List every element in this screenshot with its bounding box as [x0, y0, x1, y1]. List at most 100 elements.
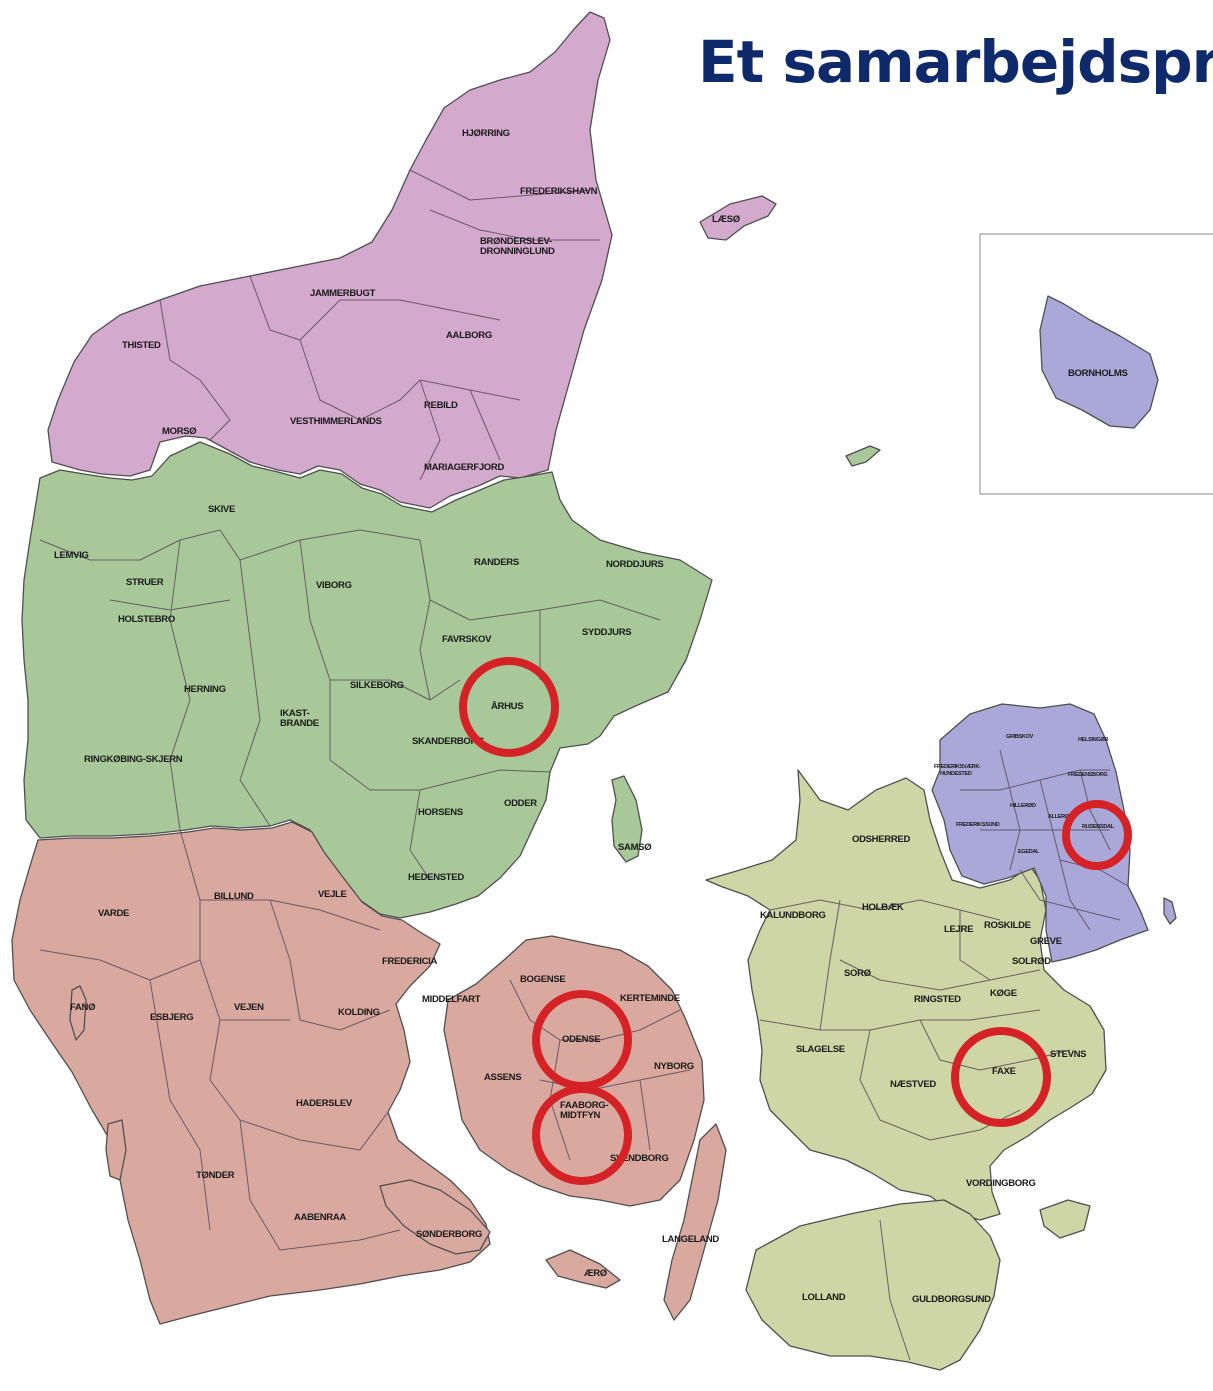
label-frederikshavn: FREDERIKSHAVN: [520, 186, 598, 197]
label-tonder: TØNDER: [196, 1170, 235, 1181]
label-arhus: ÅRHUS: [491, 701, 523, 712]
label-halsnaes: FREDERIKSVÆRK-: [934, 764, 981, 770]
region-syddanmark: [11, 821, 491, 1325]
label-kalundborg: KALUNDBORG: [760, 910, 826, 921]
label-greve: GREVE: [1030, 936, 1062, 947]
island-funen: [443, 935, 705, 1207]
label-horsens: HORSENS: [418, 807, 463, 818]
label-haderslev: HADERSLEV: [296, 1098, 353, 1109]
label-holbaek: HOLBÆK: [862, 902, 904, 913]
label-vejen: VEJEN: [234, 1002, 264, 1013]
label-samso: SAMSØ: [618, 842, 651, 853]
label-ikast: IKAST-: [280, 708, 309, 719]
label-langeland: LANGELAND: [662, 1234, 719, 1245]
label-faaborg-2: MIDTFYN: [560, 1110, 601, 1121]
label-bornholm: BORNHOLMS: [1068, 368, 1128, 379]
label-faxe: FAXE: [992, 1066, 1016, 1077]
island-fano: [69, 985, 87, 1041]
label-aabenraa: AABENRAA: [294, 1212, 346, 1223]
label-ringsted: RINGSTED: [914, 994, 961, 1005]
island-anholt: [845, 445, 881, 467]
label-bronderslev-2: DRONNINGLUND: [480, 246, 555, 257]
label-faaborg: FAABORG-: [560, 1100, 608, 1111]
island-langeland: [663, 1123, 727, 1321]
label-nyborg: NYBORG: [654, 1061, 694, 1072]
island-lolland-falster: [745, 1199, 1001, 1371]
label-lejre: LEJRE: [944, 924, 973, 935]
label-jammerbugt: JAMMERBUGT: [310, 288, 376, 299]
island-als: [379, 1179, 491, 1255]
label-skive: SKIVE: [208, 504, 235, 515]
label-sonderborg: SØNDERBORG: [416, 1229, 482, 1240]
municipal-boundaries-midt: [39, 529, 661, 881]
label-vordingborg: VORDINGBORG: [966, 1178, 1036, 1189]
region-nordjylland: [47, 11, 613, 509]
label-aalborg: AALBORG: [446, 330, 492, 341]
slide-title: Et samarbejdspro: [698, 28, 1213, 96]
label-koge: KØGE: [990, 988, 1017, 999]
island-romo: [105, 1119, 127, 1181]
label-norddjurs: NORDDJURS: [606, 559, 663, 570]
label-assens: ASSENS: [484, 1072, 521, 1083]
region-hovedstaden: [931, 703, 1149, 963]
region-sjaelland: [705, 769, 1107, 1221]
label-lolland: LOLLAND: [802, 1292, 846, 1303]
label-morso: MORSØ: [162, 426, 196, 437]
label-allerod: ALLERØD: [1048, 814, 1073, 820]
municipal-boundaries-hovedstaden: [960, 749, 1129, 931]
label-kolding: KOLDING: [338, 1007, 380, 1018]
label-silkeborg: SILKEBORG: [350, 680, 404, 691]
label-stevns: STEVNS: [1050, 1049, 1086, 1060]
label-soro: SORØ: [844, 968, 871, 979]
label-roskilde: ROSKILDE: [984, 920, 1031, 931]
label-struer: STRUER: [126, 577, 164, 588]
label-aero: ÆRØ: [584, 1268, 607, 1279]
label-fano: FANØ: [70, 1002, 95, 1013]
label-skanderborg: SKANDERBORG: [412, 736, 484, 747]
island-mon: [1039, 1199, 1091, 1239]
label-helsingor: HELSINGØR: [1078, 737, 1108, 743]
label-ikast-2: BRANDE: [280, 718, 319, 729]
label-favrskov: FAVRSKOV: [442, 634, 492, 645]
label-syddjurs: SYDDJURS: [582, 627, 631, 638]
island-samso: [611, 775, 643, 863]
label-hedensted: HEDENSTED: [408, 872, 464, 883]
label-svendborg: SVENDBORG: [610, 1153, 669, 1164]
island-aero: [545, 1249, 621, 1289]
label-slagelse: SLAGELSE: [796, 1044, 845, 1055]
label-laeso: LÆSØ: [712, 214, 740, 225]
island-bornholm: [1039, 295, 1159, 429]
highlight-ring-faaborg-midtfyn: [532, 1085, 632, 1185]
label-bronderslev: BRØNDERSLEV-: [480, 236, 552, 247]
label-fredericia: FREDERICIA: [382, 956, 437, 967]
island-laeso: [699, 195, 777, 241]
label-billund: BILLUND: [214, 891, 254, 902]
label-hjorring: HJØRRING: [462, 128, 510, 139]
label-viborg: VIBORG: [316, 580, 352, 591]
label-solrod: SOLRØD: [1012, 956, 1051, 967]
label-guldborgsund: GULDBORGSUND: [912, 1294, 991, 1305]
label-vesthimmerlands: VESTHIMMERLANDS: [290, 416, 382, 427]
highlight-ring-rudersdal: [1062, 800, 1132, 870]
label-lemvig: LEMVIG: [54, 550, 89, 561]
municipal-boundaries-nord: [159, 169, 600, 481]
label-holstebro: HOLSTEBRO: [118, 614, 175, 625]
label-rudersdal: RUDERSDAL: [1082, 824, 1115, 830]
label-herning: HERNING: [184, 684, 226, 695]
island-saltholm: [1163, 897, 1177, 925]
label-fredensborg: FREDENSBORG: [1068, 772, 1108, 778]
label-vejle: VEJLE: [318, 889, 347, 900]
highlight-ring-arhus: [459, 657, 559, 757]
label-naestved: NÆSTVED: [890, 1079, 936, 1090]
label-varde: VARDE: [98, 908, 129, 919]
label-egedal: EGEDAL: [1018, 849, 1040, 855]
label-esbjerg: ESBJERG: [150, 1012, 193, 1023]
label-odense: ODENSE: [562, 1034, 600, 1045]
label-odsherred: ODSHERRED: [852, 834, 910, 845]
label-bogense: BOGENSE: [520, 974, 565, 985]
label-middelfart: MIDDELFART: [422, 994, 481, 1005]
label-hillerod: HILLERØD: [1010, 803, 1036, 809]
label-odder: ODDER: [504, 798, 537, 809]
label-randers: RANDERS: [474, 557, 519, 568]
